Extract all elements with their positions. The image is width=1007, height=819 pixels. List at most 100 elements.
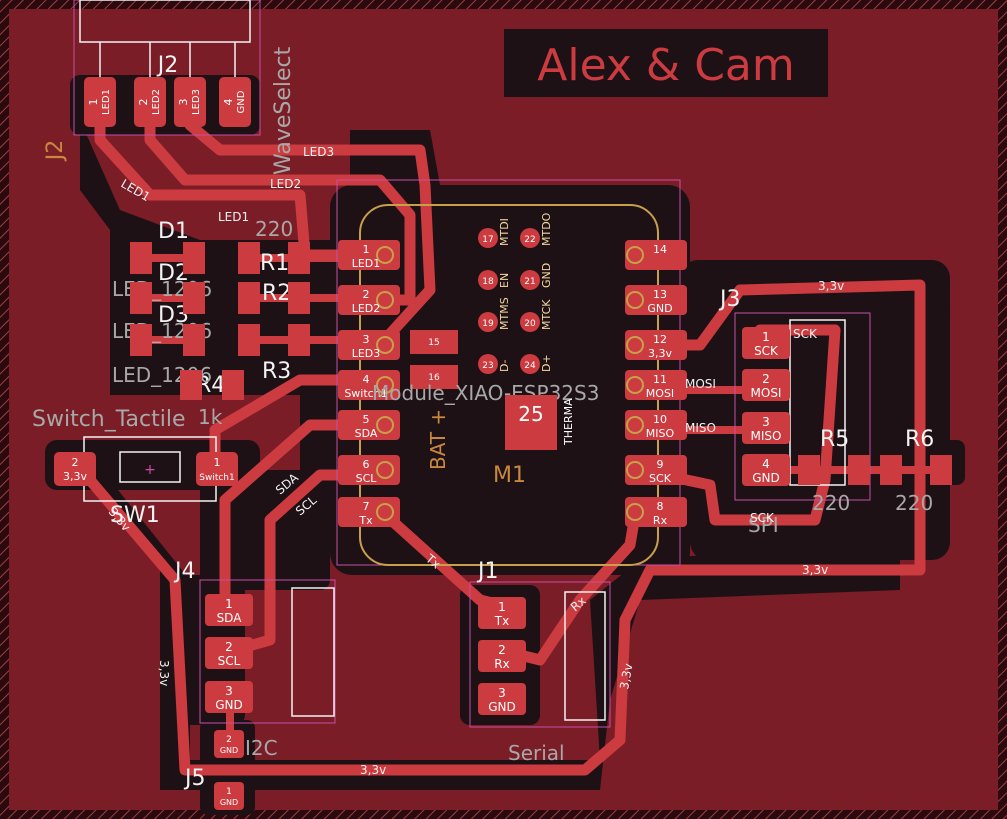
- connector-j4: J4 I2C: [173, 559, 336, 760]
- r4-value: 1k: [198, 405, 223, 429]
- svg-text:SDA: SDA: [355, 427, 378, 440]
- svg-text:3,3v: 3,3v: [63, 470, 87, 483]
- sw1-pad-1: [196, 452, 238, 486]
- svg-text:6: 6: [363, 458, 370, 471]
- svg-text:GND: GND: [220, 798, 238, 807]
- svg-text:9: 9: [657, 458, 664, 471]
- svg-text:Tx: Tx: [494, 614, 509, 628]
- svg-text:14: 14: [653, 243, 667, 256]
- svg-text:3,3v: 3,3v: [360, 763, 386, 777]
- svg-text:1: 1: [225, 597, 233, 611]
- j1-pin-1: 1Tx: [478, 597, 526, 629]
- sw1-ref: SW1: [110, 503, 160, 528]
- svg-text:MOSI: MOSI: [751, 386, 782, 400]
- svg-text:2: 2: [363, 288, 370, 301]
- svg-text:3,3v: 3,3v: [617, 662, 635, 690]
- svg-text:23: 23: [482, 361, 493, 371]
- module-pin-7: 7Tx: [338, 497, 400, 527]
- title-plate: [504, 29, 828, 97]
- svg-text:1: 1: [226, 787, 232, 797]
- svg-text:3: 3: [762, 415, 770, 429]
- connector-j2: J2 J2 WaveSelect: [43, 0, 296, 175]
- module-inner-pin-23: 23 D-: [478, 354, 511, 374]
- svg-text:MTCK: MTCK: [540, 299, 553, 330]
- j4-ref: J4: [173, 559, 196, 584]
- svg-text:GND: GND: [236, 90, 247, 113]
- resistors-r5-r6: R5 R6 220 220: [798, 427, 952, 515]
- svg-text:3: 3: [177, 99, 190, 106]
- svg-text:MTDO: MTDO: [540, 212, 553, 246]
- module-back-pad-15: 15: [410, 330, 458, 354]
- module-back-pad-16: 16: [410, 365, 458, 389]
- svg-text:2: 2: [137, 99, 150, 106]
- svg-text:3,3v: 3,3v: [648, 347, 672, 360]
- bat-label: BAT +: [426, 409, 450, 470]
- svg-text:SCL: SCL: [356, 472, 378, 485]
- svg-text:1: 1: [498, 600, 506, 614]
- svg-text:EN: EN: [498, 273, 511, 288]
- svg-text:20: 20: [524, 319, 536, 329]
- j3-ref: J3: [718, 287, 741, 312]
- module-inner-pin-20: 20 MTCK: [520, 299, 553, 332]
- svg-text:3,3v: 3,3v: [818, 279, 844, 293]
- trace-switch1: [209, 374, 376, 471]
- svg-text:SCL: SCL: [218, 654, 241, 668]
- led-row-1: [130, 242, 310, 274]
- spi-label: SPI: [748, 513, 779, 537]
- svg-text:8: 8: [657, 500, 664, 513]
- r4-pad-2: [222, 370, 244, 400]
- svg-text:220: 220: [895, 491, 933, 515]
- svg-text:LED2: LED2: [352, 302, 381, 315]
- svg-text:LED3: LED3: [303, 145, 334, 159]
- svg-text:2: 2: [225, 640, 233, 654]
- r-value-220: 220: [255, 217, 293, 241]
- svg-text:D-: D-: [498, 360, 511, 372]
- svg-text:2: 2: [762, 372, 770, 386]
- svg-text:SCK: SCK: [750, 511, 775, 525]
- trace-3v3: [69, 279, 926, 776]
- svg-text:GND: GND: [752, 471, 780, 485]
- svg-text:MOSI: MOSI: [685, 377, 716, 391]
- module-pin-14: 14: [625, 240, 687, 270]
- svg-text:15: 15: [428, 338, 439, 348]
- svg-text:7: 7: [363, 500, 370, 513]
- module-pin-12: 123,3v: [625, 330, 687, 360]
- module-ref: M1: [493, 463, 526, 488]
- svg-text:LED3: LED3: [352, 347, 381, 360]
- j2-ref-silk: J2: [156, 53, 179, 78]
- svg-text:LED1: LED1: [352, 257, 381, 270]
- svg-text:3,3v: 3,3v: [802, 563, 828, 577]
- connector-j1: J1 Serial: [469, 559, 611, 765]
- svg-text:+: +: [144, 462, 156, 478]
- trace-sck: [634, 324, 841, 526]
- module-pin-8: 8Rx: [625, 497, 687, 527]
- svg-text:2: 2: [72, 456, 79, 469]
- svg-text:13: 13: [653, 288, 667, 301]
- module-value: Module_XIAO-ESP32S3: [372, 381, 599, 405]
- svg-text:1: 1: [87, 99, 100, 106]
- svg-text:GND: GND: [488, 700, 516, 714]
- svg-text:1: 1: [762, 330, 770, 344]
- svg-text:3: 3: [363, 333, 370, 346]
- svg-text:3: 3: [498, 686, 506, 700]
- svg-text:2: 2: [226, 735, 232, 745]
- svg-text:D+: D+: [540, 354, 553, 372]
- trace-rx: [514, 509, 641, 666]
- svg-text:LED1: LED1: [101, 89, 112, 115]
- svg-text:3,3v: 3,3v: [157, 660, 171, 686]
- module-labels: Module_XIAO-ESP32S3 M1 BAT + 25 THERMA: [372, 381, 599, 488]
- therma-label: THERMA: [562, 398, 575, 446]
- r4-pad-1: [180, 370, 202, 400]
- svg-text:MISO: MISO: [751, 429, 782, 443]
- serial-label: Serial: [508, 741, 565, 765]
